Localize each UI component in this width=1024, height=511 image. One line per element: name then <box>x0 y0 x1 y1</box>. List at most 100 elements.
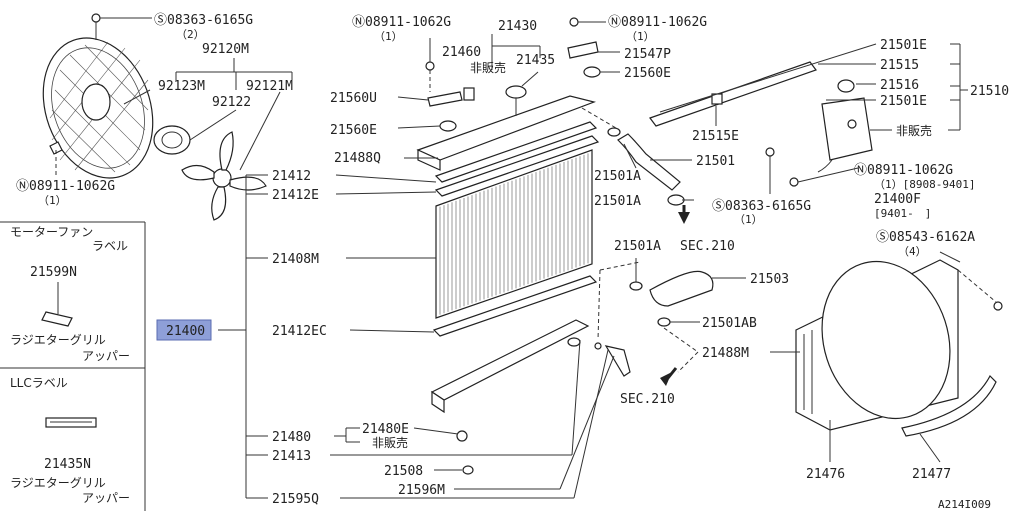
drain-parts[interactable] <box>456 337 631 475</box>
label-21400F[interactable]: 21400F <box>874 192 921 207</box>
label-21501E-b[interactable]: 21501E <box>880 94 927 109</box>
label-21501E-a[interactable]: 21501E <box>880 38 927 53</box>
label-nut-top-b-qty[interactable]: （1） <box>626 30 655 43</box>
label-not-sold-b[interactable]: 非販売 <box>372 435 408 450</box>
tank-cap-21516[interactable] <box>837 79 855 93</box>
label-21400F-range[interactable]: [9401- ] <box>874 207 931 220</box>
fan-blade-92121M[interactable] <box>181 131 267 221</box>
upper-hose-21501[interactable] <box>607 127 685 206</box>
radiator-cap-21430[interactable] <box>505 85 527 99</box>
label-21560E-b[interactable]: 21560E <box>330 123 377 138</box>
label-92122[interactable]: 92122 <box>212 95 251 110</box>
label-21400[interactable]: 21400 <box>166 324 205 339</box>
part-21435N-label[interactable]: 21435N <box>44 457 91 472</box>
label-sec210-b[interactable]: SEC.210 <box>620 392 675 407</box>
label-92120M[interactable]: 92120M <box>202 42 249 57</box>
label-21501A-b[interactable]: 21501A <box>594 194 641 209</box>
label-nut-right-qty[interactable]: （1）[8908-9401] <box>874 178 975 191</box>
label-21560U[interactable]: 21560U <box>330 91 377 106</box>
part-21460[interactable] <box>463 87 475 101</box>
label-21430[interactable]: 21430 <box>498 19 537 34</box>
label-21503[interactable]: 21503 <box>750 272 789 287</box>
lower-hose-21503[interactable] <box>629 270 714 327</box>
label-21508[interactable]: 21508 <box>384 464 423 479</box>
diagram-code: A214I009 <box>938 498 991 511</box>
label-21480E[interactable]: 21480E <box>362 422 409 437</box>
label-21412[interactable]: 21412 <box>272 169 311 184</box>
label-bolt-far-right[interactable]: Ⓢ08543-6162A <box>876 230 975 245</box>
nut-top-b-icon[interactable] <box>569 17 579 27</box>
top-hardware[interactable] <box>425 17 601 132</box>
label-nut-top-a-qty[interactable]: （1） <box>374 30 403 43</box>
label-21515[interactable]: 21515 <box>880 58 919 73</box>
bolt-right-icon[interactable] <box>765 147 775 157</box>
nut-top-a-icon[interactable] <box>425 61 435 71</box>
grommet-21560E-b[interactable] <box>583 66 601 78</box>
label-21501AB[interactable]: 21501AB <box>702 316 757 331</box>
label-bolt-top-left[interactable]: Ⓢ08363-6165G <box>154 13 253 28</box>
drain-cock-21480[interactable] <box>456 430 468 442</box>
grommet-21560E-a[interactable] <box>439 120 457 132</box>
clamp-21501A-b[interactable] <box>667 194 685 206</box>
label-21460[interactable]: 21460 <box>442 45 481 60</box>
label-21480[interactable]: 21480 <box>272 430 311 445</box>
label-bolt-top-left-qty[interactable]: （2） <box>176 28 205 41</box>
label-nut-top-b[interactable]: Ⓝ08911-1062G <box>608 15 707 30</box>
clamp-21501A-c[interactable] <box>629 281 643 291</box>
label-21412EC[interactable]: 21412EC <box>272 324 327 339</box>
label-21510[interactable]: 21510 <box>970 84 1009 99</box>
label-21595Q[interactable]: 21595Q <box>272 492 319 507</box>
label-21488M[interactable]: 21488M <box>702 346 749 361</box>
label-92121M[interactable]: 92121M <box>246 79 293 94</box>
part-21508[interactable] <box>462 465 474 475</box>
fan-motor-assembly[interactable] <box>25 13 267 221</box>
hose-21515[interactable] <box>649 61 817 127</box>
label-21408M[interactable]: 21408M <box>272 252 319 267</box>
label-nut-right[interactable]: Ⓝ08911-1062G <box>854 163 953 178</box>
clamp-21501AB[interactable] <box>657 317 671 327</box>
label-21413[interactable]: 21413 <box>272 449 311 464</box>
leader-lines <box>123 21 968 499</box>
label-not-sold-c[interactable]: 非販売 <box>896 123 932 138</box>
bracket-21560U[interactable] <box>427 91 463 107</box>
label-21501A-a[interactable]: 21501A <box>594 169 641 184</box>
label-not-sold-a[interactable]: 非販売 <box>470 60 506 75</box>
selected-part-highlight[interactable] <box>156 319 212 341</box>
bracket-21547P[interactable] <box>567 41 599 59</box>
label-21560E-a[interactable]: 21560E <box>624 66 671 81</box>
radiator-core[interactable] <box>416 85 600 414</box>
label-nut-left[interactable]: Ⓝ08911-1062G <box>16 179 115 194</box>
motor-fan-label-title2: ラベル <box>92 239 128 253</box>
label-sec210-a[interactable]: SEC.210 <box>680 239 735 254</box>
label-21477[interactable]: 21477 <box>912 467 951 482</box>
label-21596M[interactable]: 21596M <box>398 483 445 498</box>
label-21501A-c[interactable]: 21501A <box>614 239 661 254</box>
part-labels[interactable]: Ⓢ08363-6165G （2） 92120M 92123M 92121M 92… <box>16 13 1009 511</box>
nut-left-icon[interactable] <box>49 141 63 155</box>
bolt-far-right-icon[interactable] <box>993 301 1003 311</box>
label-21435[interactable]: 21435 <box>516 53 555 68</box>
label-21412E[interactable]: 21412E <box>272 188 319 203</box>
label-info-panel: モーターファン ラベル 21599N ラジエターグリル アッパー LLCラベル … <box>0 221 146 511</box>
bolt-top-left-icon[interactable] <box>91 13 101 23</box>
panel2-caption1: ラジエターグリル <box>10 476 106 490</box>
sensor-21596M[interactable] <box>604 345 631 377</box>
fan-shroud-21476[interactable] <box>795 245 1003 435</box>
label-bolt-right-qty[interactable]: （1） <box>734 213 763 226</box>
motor-fan-label-sticker <box>41 311 73 327</box>
nut-right-icon[interactable] <box>789 177 799 187</box>
label-21501[interactable]: 21501 <box>696 154 735 169</box>
label-21476[interactable]: 21476 <box>806 467 845 482</box>
label-21516[interactable]: 21516 <box>880 78 919 93</box>
fan-motor-92122[interactable] <box>153 125 191 155</box>
shroud-lower-21477[interactable] <box>901 375 997 437</box>
label-bolt-far-right-qty[interactable]: （4） <box>898 245 927 258</box>
label-nut-top-a[interactable]: Ⓝ08911-1062G <box>352 15 451 30</box>
label-bolt-right[interactable]: Ⓢ08363-6165G <box>712 199 811 214</box>
label-21488Q[interactable]: 21488Q <box>334 151 381 166</box>
part-21599N-label[interactable]: 21599N <box>30 265 77 280</box>
label-21547P[interactable]: 21547P <box>624 47 671 62</box>
label-92123M[interactable]: 92123M <box>158 79 205 94</box>
label-nut-left-qty[interactable]: （1） <box>38 194 67 207</box>
label-21515E[interactable]: 21515E <box>692 129 739 144</box>
